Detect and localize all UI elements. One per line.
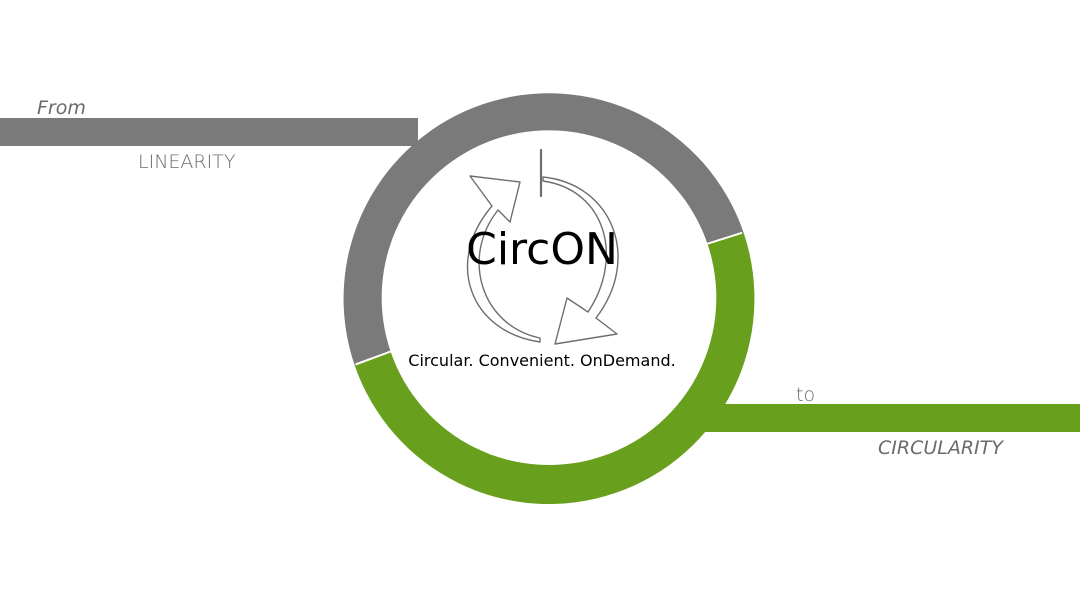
linearity-bar (0, 118, 418, 146)
ring-separator-bottom (355, 350, 392, 366)
logo-tagline: Circular. Convenient. OnDemand. (408, 351, 676, 370)
to-label: to (796, 384, 816, 406)
circularity-label: CIRCULARITY (878, 437, 1003, 459)
ring-gray-arc (343, 93, 744, 365)
ring-green-arc (354, 232, 755, 505)
linearity-label: LINEARITY (138, 151, 236, 173)
circular-arrows-icon (466, 148, 619, 345)
ring-separator-top (705, 231, 743, 246)
from-label: From (37, 97, 86, 119)
logo-wordmark: CircON (466, 224, 618, 275)
circularity-bar (686, 404, 1080, 432)
